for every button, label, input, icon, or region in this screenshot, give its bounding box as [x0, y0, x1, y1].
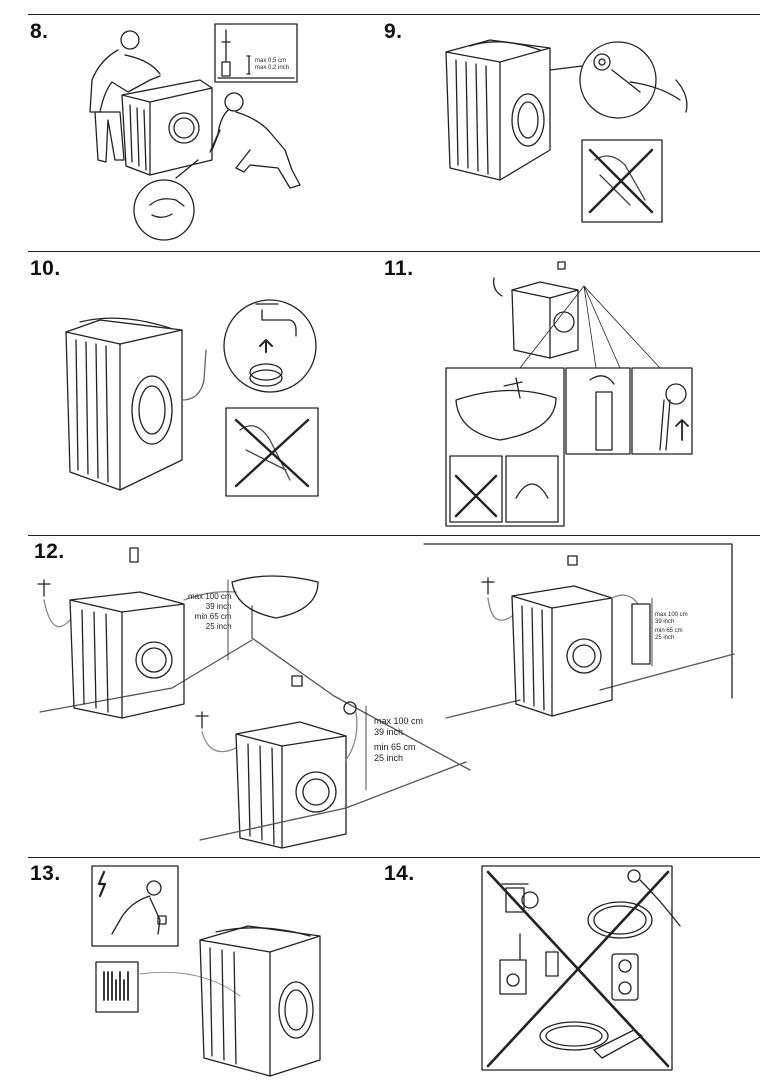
step-number-13: 13. — [30, 862, 61, 885]
dim-min-inch: 25 inch — [374, 753, 404, 763]
dim-max-inch: 39 inch — [655, 619, 675, 625]
step12-dims-wall: max 100 cm 39 inch min 65 cm 25 inch — [374, 716, 423, 764]
water-tap-icon-12b — [195, 711, 209, 729]
step-number-14: 14. — [384, 862, 415, 885]
step-number-8: 8. — [30, 20, 49, 43]
step8-illustration — [89, 23, 301, 241]
dim-min-cm: min 65 cm — [374, 742, 416, 752]
divider-1 — [28, 251, 760, 252]
step12-dims-standpipe: max 100 cm 39 inch min 65 cm 25 inch — [655, 612, 688, 642]
water-tap-icon-11 — [493, 277, 503, 297]
double-socket-icon — [611, 953, 639, 1001]
washing-machine-back-icon — [445, 39, 551, 181]
zoom-circle-feet — [133, 179, 195, 241]
person-kneeling-icon — [209, 92, 301, 189]
person-standing-icon — [89, 30, 161, 163]
step-number-10: 10. — [30, 257, 61, 280]
water-tap-icon — [255, 303, 297, 337]
socket-icon-12a — [129, 547, 139, 563]
electric-hazard-icon — [97, 870, 107, 898]
step14-illustration — [481, 865, 681, 1071]
step12-right-frame — [423, 543, 733, 699]
zoom-circle-bolt — [579, 41, 657, 119]
prohibited-box-9 — [581, 139, 663, 223]
washing-machine-back-icon-13 — [199, 925, 321, 1077]
step-number-9: 9. — [384, 20, 403, 43]
divider-3 — [28, 857, 760, 858]
washing-machine-back-icon-10 — [65, 317, 183, 491]
drain-hose-icon — [595, 391, 613, 451]
washing-machine-icon-12b — [235, 721, 347, 849]
step8-inset-note: max 0,5 cm max 0,2 inch — [255, 58, 289, 72]
leveling-foot-icon — [221, 61, 231, 77]
rating-label-inset — [95, 961, 139, 1013]
step12-illustration — [37, 543, 735, 849]
step8-inset-line1: max 0,5 cm — [255, 58, 287, 64]
step13-illustration — [91, 865, 321, 1077]
dim-min-inch: 25 inch — [655, 635, 675, 641]
water-tap-icon-12a — [37, 579, 51, 597]
adapter-plug-icon — [501, 883, 539, 913]
leveling-inset — [214, 23, 298, 83]
dim-min-cm: min 65 cm — [655, 628, 683, 634]
cable-coil-icon — [587, 869, 681, 939]
drain-option-wall — [631, 367, 693, 455]
dim-max-cm: max 100 cm — [374, 716, 424, 726]
drain-option-standpipe — [565, 367, 631, 455]
sink-icon — [231, 575, 319, 619]
prohibited-box-11a — [449, 455, 503, 523]
water-tap-icon-12c — [481, 577, 495, 595]
step9-illustration — [445, 39, 688, 223]
washing-machine-icon-11 — [511, 281, 579, 359]
step10-illustration — [65, 299, 319, 497]
dim-max-cm: max 100 cm — [655, 612, 688, 618]
dim-min-inch: 25 inch — [205, 622, 232, 631]
washing-machine-icon — [121, 79, 213, 176]
drain-option-sink — [445, 367, 565, 527]
step8-inset-line2: max 0,2 inch — [255, 65, 290, 71]
dim-max-cm: max 100 cm — [188, 592, 232, 601]
transit-bolt-icon — [593, 53, 611, 71]
socket-icon — [557, 261, 566, 270]
prohibited-box-10 — [225, 407, 319, 497]
step11-illustration — [445, 261, 693, 527]
socket-icon-13 — [157, 915, 167, 925]
dim-min-cm: min 65 cm — [194, 612, 232, 621]
hose-hook-box — [505, 455, 559, 523]
extension-cord-prohibited-icon — [539, 1021, 643, 1059]
socket-inset — [91, 865, 179, 947]
step-number-11: 11. — [384, 257, 414, 280]
dim-max-inch: 39 inch — [205, 602, 232, 611]
wireless-socket-icon — [499, 933, 559, 995]
washing-machine-icon-12a — [69, 591, 185, 719]
step-number-12: 12. — [34, 540, 65, 563]
step12-dims-sink: max 100 cm 39 inch min 65 cm 25 inch — [188, 592, 232, 632]
prohibited-box-14 — [481, 865, 673, 1071]
washing-machine-icon-12c — [511, 585, 613, 717]
standpipe-icon — [631, 603, 651, 665]
socket-icon-12c — [567, 555, 578, 566]
divider-2 — [28, 535, 760, 536]
socket-icon-12b — [291, 675, 303, 687]
divider-top — [28, 14, 760, 15]
zoom-circle-tap — [223, 299, 317, 393]
dim-max-inch: 39 inch — [374, 727, 404, 737]
